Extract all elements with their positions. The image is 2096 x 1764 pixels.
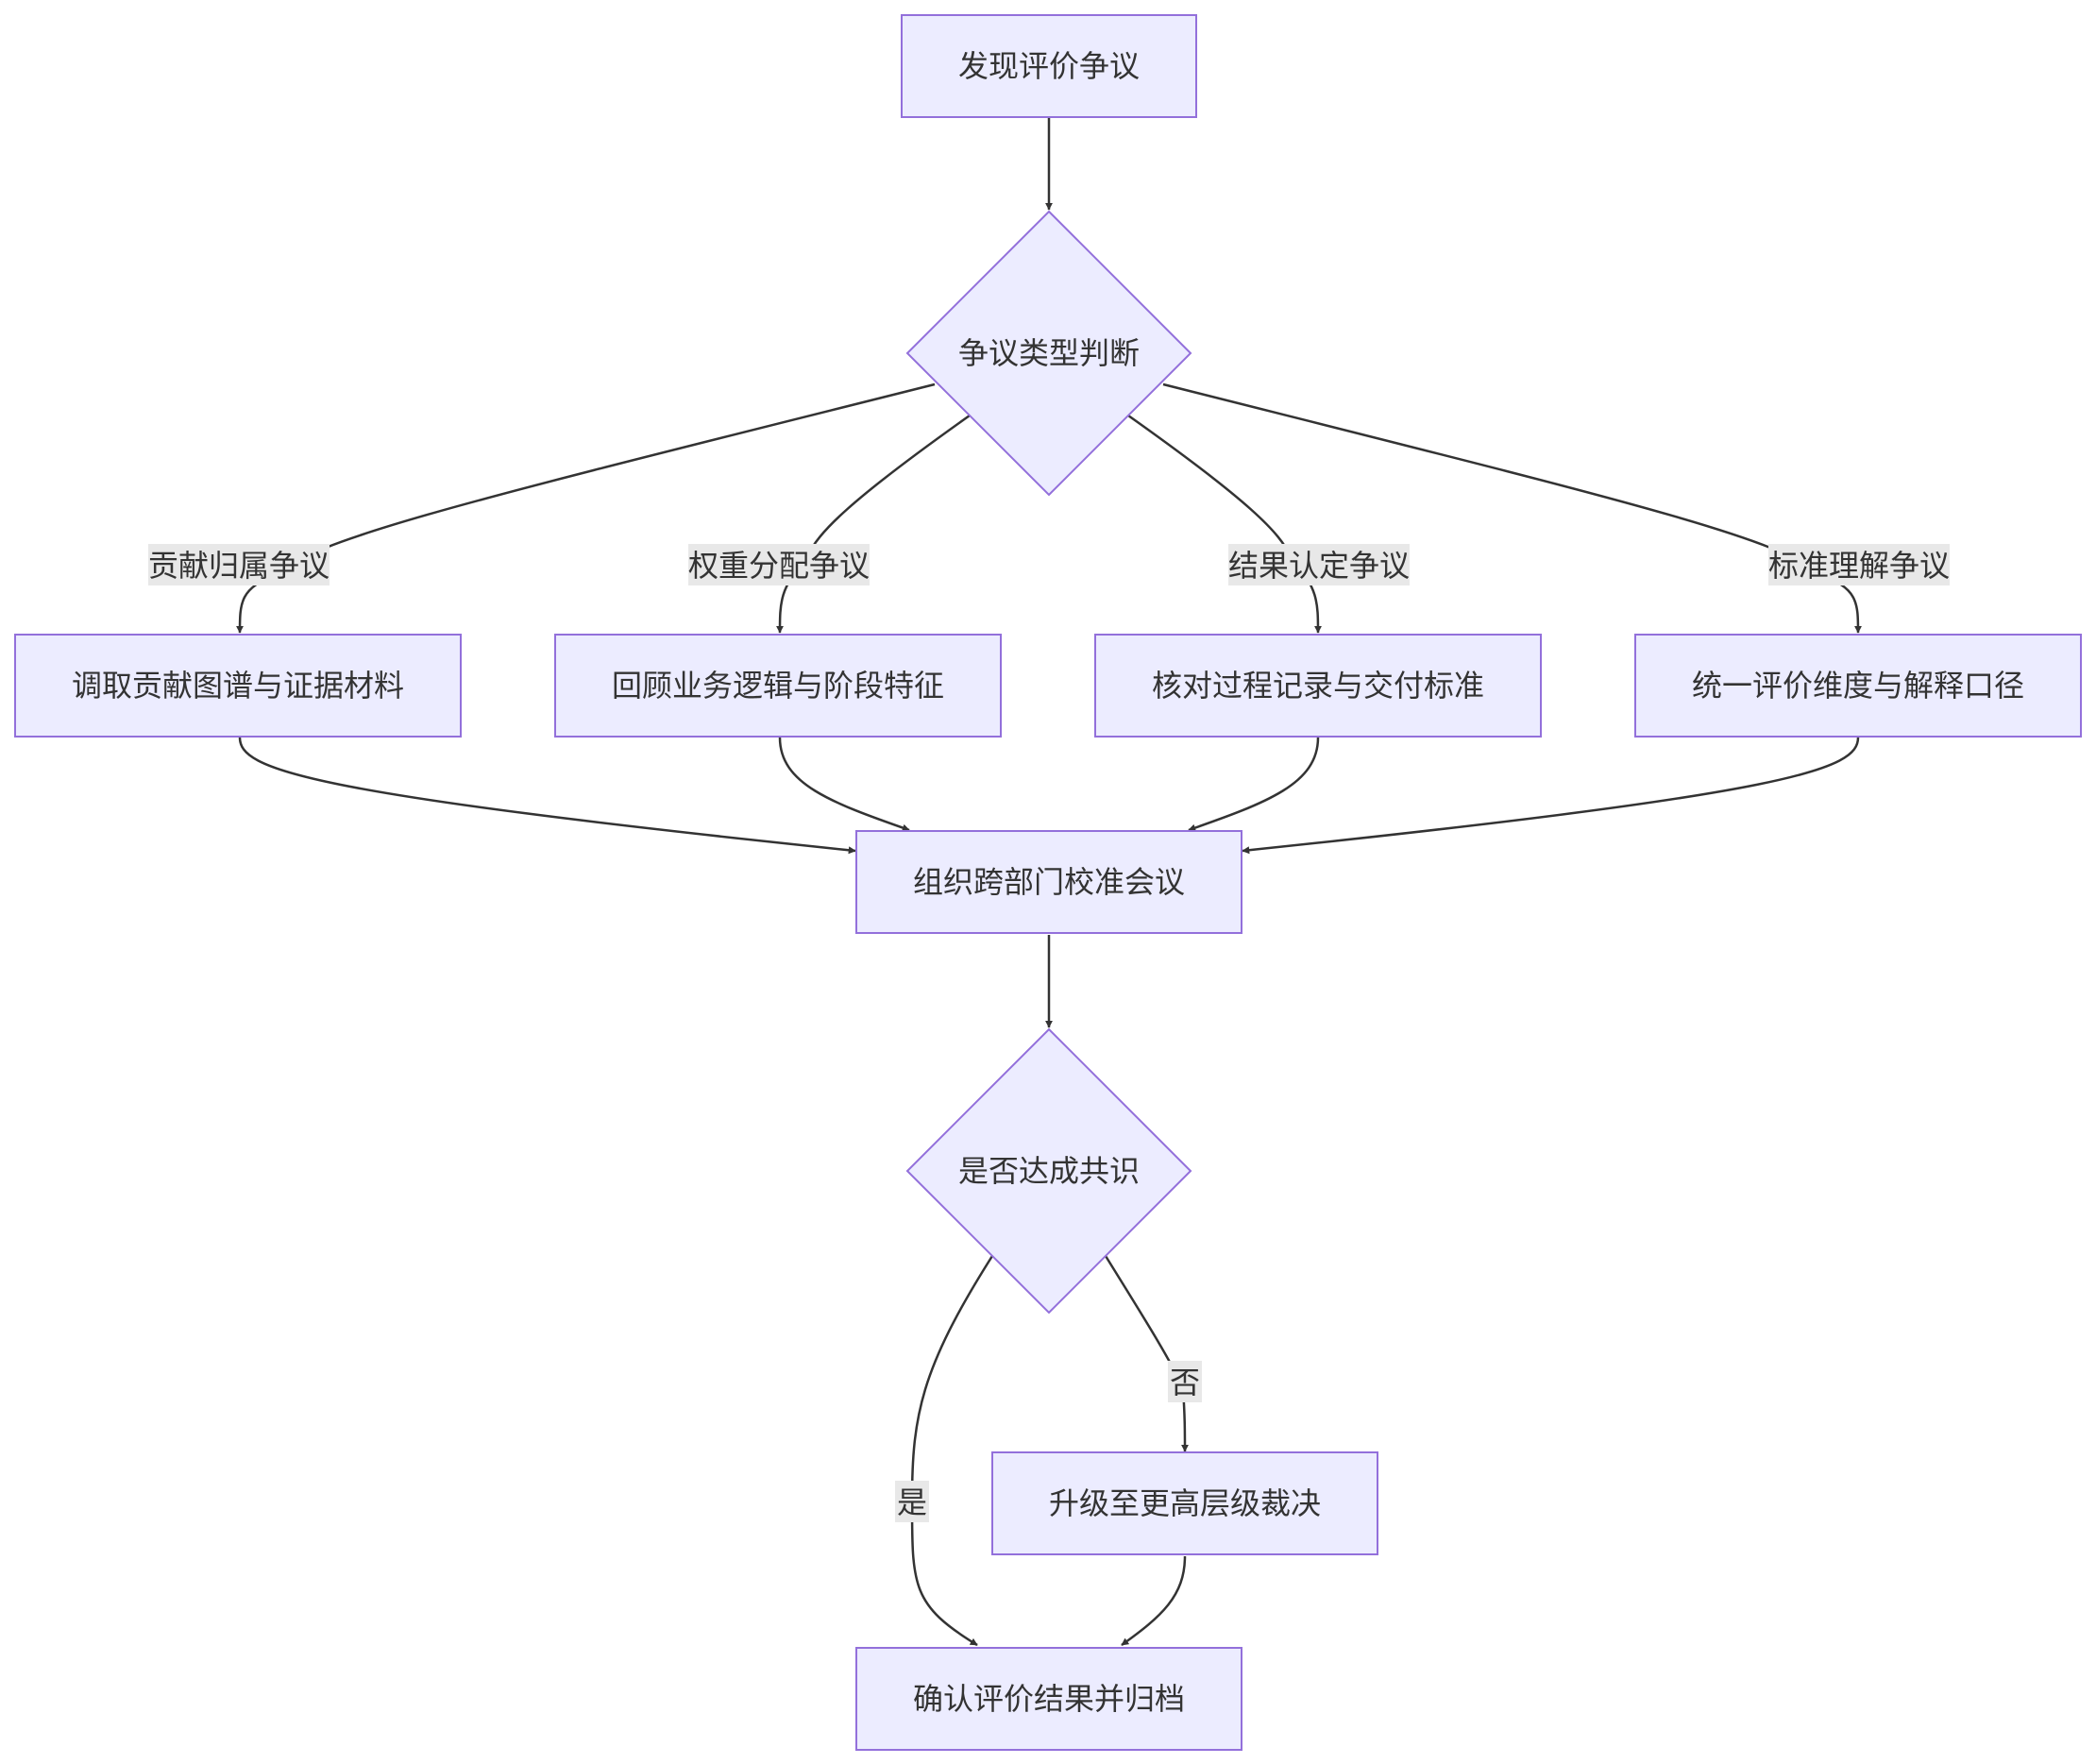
- decision-consensus[interactable]: 是否达成共识: [905, 1027, 1192, 1315]
- edge-dispute-type-to-contribution: [236, 382, 936, 634]
- edge-unify-to-calibration: [1242, 737, 1860, 855]
- edge-label-result-text: 结果认定争议: [1228, 548, 1410, 584]
- node-escalate[interactable]: 升级至更高层级裁决: [991, 1451, 1378, 1555]
- edge-label-standard: 标准理解争议: [1768, 544, 1950, 585]
- edge-label-weight: 权重分配争议: [688, 544, 870, 585]
- node-contribution-evidence[interactable]: 调取贡献图谱与证据材料: [14, 634, 462, 738]
- node-unify-dimensions[interactable]: 统一评价维度与解释口径: [1634, 634, 2082, 738]
- node-start[interactable]: 发现评价争议: [901, 14, 1197, 118]
- node-calibration-meeting-label: 组织跨部门校准会议: [913, 864, 1185, 900]
- edge-consensus-yes-to-archive: [910, 1255, 994, 1647]
- node-archive[interactable]: 确认评价结果并归档: [855, 1647, 1242, 1751]
- edge-contribution-to-calibration: [238, 737, 856, 855]
- edge-label-weight-text: 权重分配争议: [688, 548, 870, 584]
- edge-escalate-to-archive: [1121, 1555, 1187, 1647]
- edge-label-yes-text: 是: [897, 1484, 927, 1520]
- edge-consensus-no-to-escalate: [1104, 1255, 1189, 1452]
- edge-label-yes: 是: [895, 1481, 929, 1522]
- node-contribution-evidence-label: 调取贡献图谱与证据材料: [72, 668, 404, 704]
- edge-business-to-calibration: [778, 737, 910, 832]
- edge-label-result: 结果认定争议: [1228, 544, 1410, 585]
- edge-label-standard-text: 标准理解争议: [1768, 548, 1950, 584]
- decision-consensus-label: 是否达成共识: [958, 1153, 1140, 1189]
- edges: [236, 117, 1862, 1647]
- edge-label-no: 否: [1168, 1361, 1202, 1402]
- node-business-review-label: 回顾业务逻辑与阶段特征: [612, 668, 944, 704]
- node-escalate-label: 升级至更高层级裁决: [1049, 1485, 1321, 1521]
- edge-dispute-type-to-business: [776, 414, 971, 634]
- node-archive-label: 确认评价结果并归档: [913, 1681, 1185, 1717]
- decision-dispute-type-label: 争议类型判断: [958, 335, 1140, 371]
- edge-label-no-text: 否: [1170, 1365, 1200, 1400]
- edge-labels: 贡献归属争议 权重分配争议 结果认定争议 标准理解争议 是 否: [148, 544, 1950, 1522]
- node-calibration-meeting[interactable]: 组织跨部门校准会议: [855, 830, 1242, 934]
- edge-dispute-type-to-process: [1127, 414, 1322, 634]
- node-start-label: 发现评价争议: [958, 48, 1140, 84]
- edge-dispute-type-to-unify: [1162, 382, 1862, 634]
- node-unify-dimensions-label: 统一评价维度与解释口径: [1692, 668, 2024, 704]
- node-business-review[interactable]: 回顾业务逻辑与阶段特征: [554, 634, 1002, 738]
- edge-process-to-calibration: [1188, 737, 1320, 832]
- nodes: 发现评价争议 争议类型判断 调取贡献图谱与证据材料 回顾业务逻辑与阶段特征 核对…: [14, 14, 2082, 1751]
- decision-dispute-type[interactable]: 争议类型判断: [905, 210, 1192, 497]
- edge-label-contribution: 贡献归属争议: [148, 544, 330, 585]
- node-process-check[interactable]: 核对过程记录与交付标准: [1094, 634, 1542, 738]
- edge-label-contribution-text: 贡献归属争议: [148, 548, 330, 584]
- node-process-check-label: 核对过程记录与交付标准: [1152, 668, 1484, 704]
